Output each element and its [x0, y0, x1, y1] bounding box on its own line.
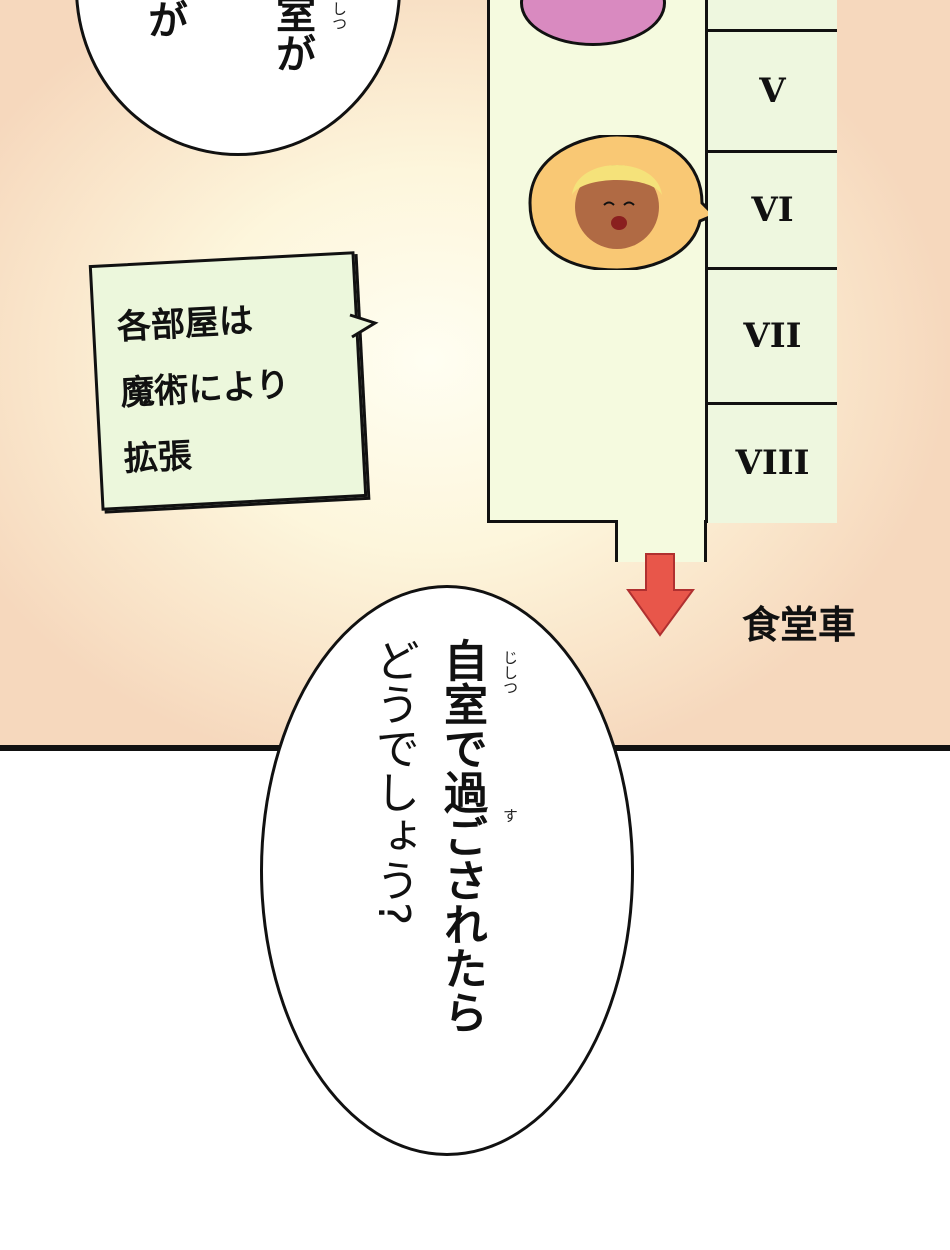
- manga-panel: 室が しつ が V VI VII VIII 各部屋は 魔術により 拡張 食: [0, 0, 950, 751]
- speech-bubble-main: 自室で過ごされたら じしつ す どうでしょう?: [260, 585, 634, 1156]
- speech-line-2: どうでしょう?: [368, 638, 419, 926]
- info-note-box: 各部屋は 魔術により 拡張: [88, 251, 368, 511]
- room-column: V VI VII VIII: [705, 0, 837, 523]
- exit-opening: [618, 517, 704, 525]
- note-text: 各部屋は 魔術により 拡張: [115, 286, 294, 493]
- ruby-su: す: [501, 808, 519, 823]
- note-pointer-icon: [349, 313, 379, 339]
- note-line-3: 拡張: [122, 436, 193, 480]
- room-vi: VI: [708, 153, 837, 270]
- speech-line-1: 自室で過ごされたら: [436, 638, 487, 1034]
- note-line-2: 魔術により: [119, 364, 291, 414]
- ruby-jishitsu: じしつ: [501, 650, 519, 695]
- bubble-text-col2: 室が: [269, 0, 315, 73]
- room-v: V: [708, 32, 837, 153]
- bubble-text-col1: が: [141, 0, 187, 39]
- bubble-ruby: しつ: [330, 1, 348, 31]
- speech-bubble-top: 室が しつ が: [75, 0, 401, 156]
- room-iv: [708, 0, 837, 32]
- room-viii: VIII: [735, 442, 810, 483]
- note-line-1: 各部屋は: [116, 300, 254, 348]
- down-arrow-icon: [626, 553, 695, 637]
- room-vii: VII: [708, 270, 837, 405]
- dining-car-label: 食堂車: [742, 603, 857, 647]
- character-icon-blonde: [522, 133, 717, 272]
